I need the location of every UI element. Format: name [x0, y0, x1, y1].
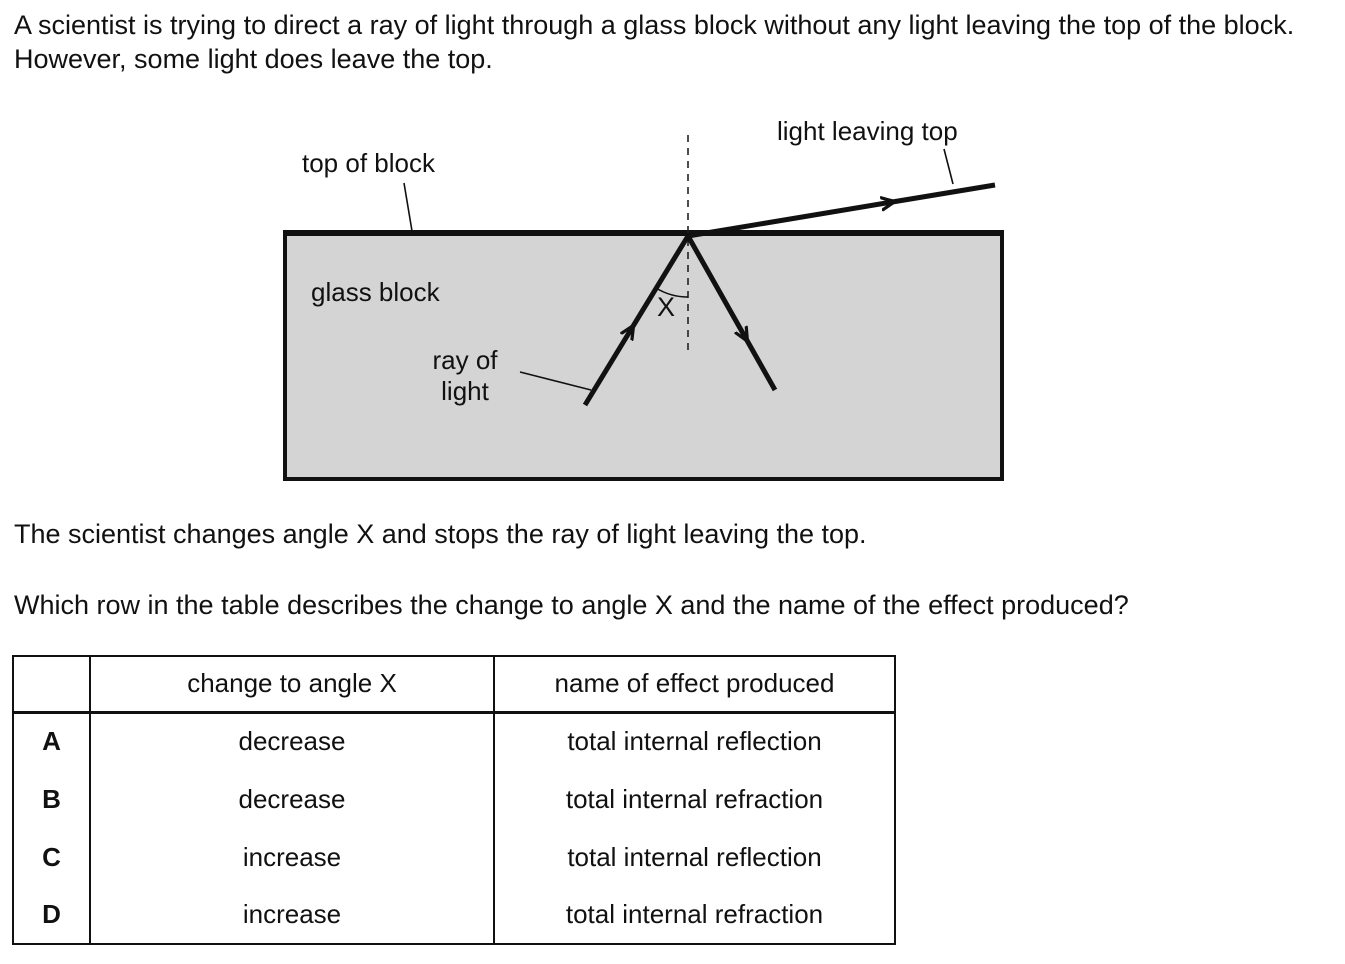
- row-change: increase: [89, 828, 495, 886]
- row-letter: C: [12, 828, 91, 886]
- pointer-light-leaving-top: [943, 148, 954, 185]
- table-header-row: change to angle X name of effect produce…: [12, 655, 896, 714]
- refracted-ray: [687, 182, 996, 239]
- header-blank: [12, 655, 91, 714]
- header-change-to-angle-x: change to angle X: [89, 655, 495, 714]
- row-change: increase: [89, 886, 495, 945]
- row-effect: total internal refraction: [493, 886, 896, 945]
- row-letter: D: [12, 886, 91, 945]
- label-glass-block: glass block: [311, 277, 440, 307]
- row-effect: total internal refraction: [493, 770, 896, 828]
- table-row: C increase total internal reflection: [12, 828, 896, 886]
- followup-text: The scientist changes angle X and stops …: [14, 519, 867, 549]
- table-row: D increase total internal refraction: [12, 886, 896, 945]
- row-change: decrease: [89, 712, 495, 770]
- label-angle-x: X: [657, 292, 676, 322]
- glass-block: [283, 231, 1004, 481]
- label-light-leaving-top: light leaving top: [777, 116, 958, 146]
- question-text: Which row in the table describes the cha…: [14, 590, 1129, 620]
- angle-arc: [655, 287, 689, 298]
- ray-diagram: [283, 135, 1004, 481]
- answer-table: change to angle X name of effect produce…: [12, 655, 896, 945]
- table-row: A decrease total internal reflection: [12, 712, 896, 770]
- label-top-of-block: top of block: [302, 148, 435, 178]
- intro-text: A scientist is trying to direct a ray of…: [14, 10, 1295, 74]
- reflected-ray: [685, 234, 778, 392]
- table-row: B decrease total internal refraction: [12, 770, 896, 828]
- row-letter: B: [12, 770, 91, 828]
- pointer-top-of-block: [403, 182, 413, 232]
- row-effect: total internal reflection: [493, 828, 896, 886]
- header-name-of-effect: name of effect produced: [493, 655, 896, 714]
- pointer-ray-of-light: [519, 371, 592, 391]
- incident-ray: [582, 234, 691, 407]
- row-effect: total internal reflection: [493, 712, 896, 770]
- row-letter: A: [12, 712, 91, 770]
- label-ray-of-light: ray of light: [432, 345, 498, 406]
- row-change: decrease: [89, 770, 495, 828]
